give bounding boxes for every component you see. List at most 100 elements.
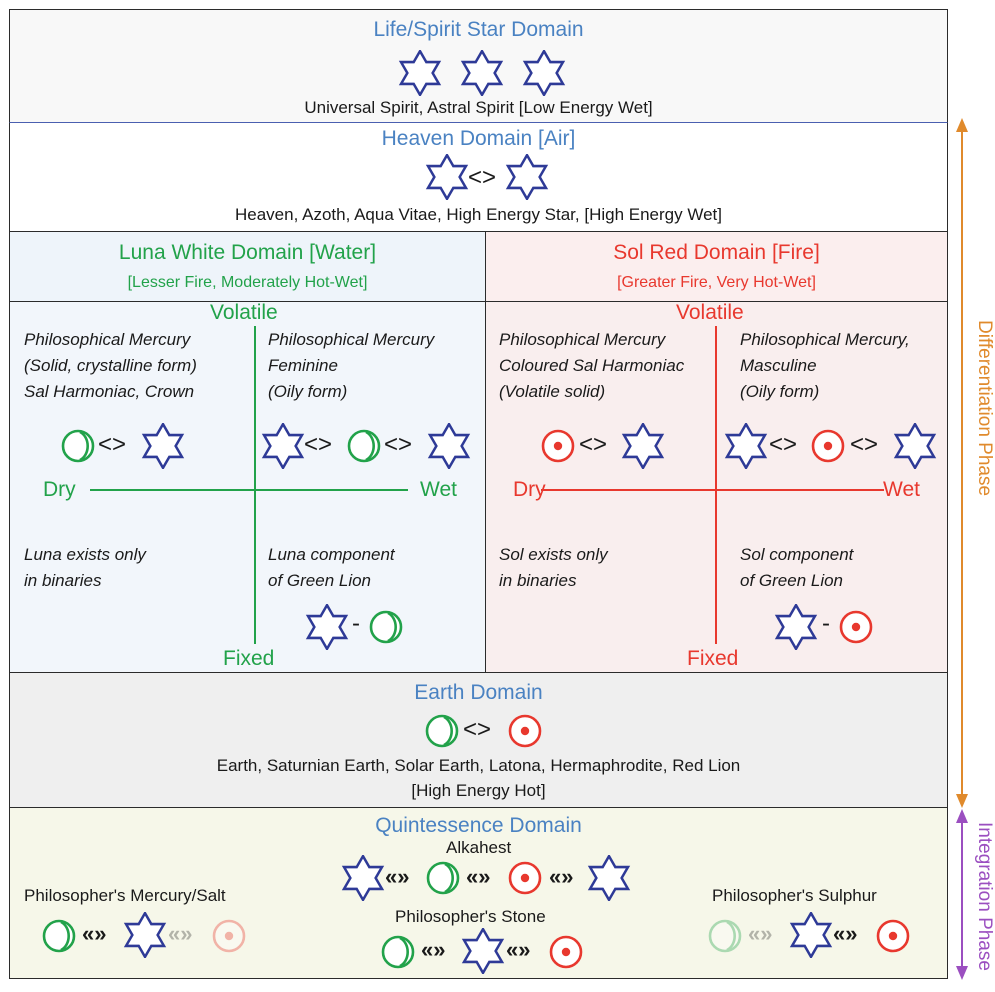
sun-icon xyxy=(839,610,873,644)
domain-caption: Universal Spirit, Astral Spirit [Low Ene… xyxy=(304,98,653,117)
fixed-label: Fixed xyxy=(687,647,739,670)
quadrant-text: Philosophical Mercury,Masculine(Oily for… xyxy=(740,330,910,401)
star-icon xyxy=(142,423,184,469)
domain-caption: Heaven, Azoth, Aqua Vitae, High Energy S… xyxy=(235,205,722,224)
domain-caption: Earth, Saturnian Earth, Solar Earth, Lat… xyxy=(216,756,741,775)
moon-icon xyxy=(708,919,742,953)
chevron-symbol: «» xyxy=(506,937,531,962)
domain-subtitle: [Greater Fire, Very Hot-Wet] xyxy=(617,274,816,291)
volatile-label: Volatile xyxy=(676,301,744,324)
star-icon xyxy=(461,50,503,96)
sun-icon xyxy=(811,429,845,463)
integration-phase-label: Integration Phase xyxy=(974,822,995,971)
link-symbol: <> xyxy=(98,431,127,458)
star-icon xyxy=(262,423,304,469)
dry-label: Dry xyxy=(43,478,76,501)
domain-title: Luna White Domain [Water] xyxy=(118,241,377,264)
horizontal-axis xyxy=(90,489,408,491)
quadrant-text: Philosophical Mercury(Solid, crystalline… xyxy=(24,330,197,401)
sun-icon xyxy=(541,429,575,463)
star-icon xyxy=(342,855,384,901)
vertical-axis xyxy=(254,326,256,644)
alkahest-label: Alkahest xyxy=(446,838,512,857)
link-symbol: <> xyxy=(769,431,798,458)
domain-caption: [High Energy Hot] xyxy=(411,781,546,800)
link-symbol: <> xyxy=(579,431,608,458)
link-symbol: <> xyxy=(463,716,492,743)
dash-symbol: - xyxy=(352,610,360,637)
chevron-symbol: «» xyxy=(833,921,858,946)
quintessence-domain: Quintessence Domain Alkahest «» «» «» Ph… xyxy=(9,807,948,979)
sun-icon xyxy=(508,714,542,748)
star-icon xyxy=(523,50,565,96)
phase-arrows xyxy=(956,118,968,980)
dash-symbol: - xyxy=(822,610,830,637)
star-group xyxy=(399,50,565,96)
sun-icon xyxy=(212,919,246,953)
sun-icon xyxy=(876,919,910,953)
chevron-symbol: «» xyxy=(549,864,574,889)
fixed-label: Fixed xyxy=(223,647,275,670)
link-symbol: <> xyxy=(304,431,333,458)
moon-icon xyxy=(347,429,381,463)
differentiation-phase-label: Differentiation Phase xyxy=(974,320,995,497)
arrow-down-icon xyxy=(956,966,968,980)
chevron-symbol: «» xyxy=(168,921,193,946)
domain-subtitle: [Lesser Fire, Moderately Hot-Wet] xyxy=(127,274,368,291)
link-symbol: <> xyxy=(468,164,497,191)
link-symbol: <> xyxy=(850,431,879,458)
domain-title: Life/Spirit Star Domain xyxy=(373,18,584,41)
moon-icon xyxy=(42,919,76,953)
wet-label: Wet xyxy=(420,478,457,501)
sun-icon xyxy=(549,935,583,969)
chevron-symbol: «» xyxy=(466,864,491,889)
earth-domain: Earth Domain <> Earth, Saturnian Earth, … xyxy=(9,672,948,808)
star-icon xyxy=(399,50,441,96)
moon-icon xyxy=(381,935,415,969)
arrow-down-icon xyxy=(956,794,968,808)
domain-title: Heaven Domain [Air] xyxy=(381,127,576,150)
moon-icon xyxy=(369,610,403,644)
wet-label: Wet xyxy=(883,478,920,501)
star-icon xyxy=(306,604,348,650)
star-icon xyxy=(588,855,630,901)
sun-icon xyxy=(508,861,542,895)
star-icon xyxy=(428,423,470,469)
chevron-symbol: «» xyxy=(421,937,446,962)
vertical-axis xyxy=(715,326,717,644)
chevron-symbol: «» xyxy=(748,921,773,946)
sol-domain-header: Sol Red Domain [Fire] [Greater Fire, Ver… xyxy=(485,231,948,302)
luna-domain-header: Luna White Domain [Water] [Lesser Fire, … xyxy=(9,231,486,302)
chevron-symbol: «» xyxy=(82,921,107,946)
star-icon xyxy=(790,912,832,958)
moon-icon xyxy=(426,861,460,895)
star-icon xyxy=(894,423,936,469)
moon-icon xyxy=(61,429,95,463)
luna-domain-body: Volatile Fixed Dry Wet Philosophical Mer… xyxy=(9,301,486,673)
domain-title: Sol Red Domain [Fire] xyxy=(613,241,820,264)
sulphur-label: Philosopher's Sulphur xyxy=(712,886,877,905)
arrow-up-icon xyxy=(956,809,968,823)
star-icon xyxy=(462,928,504,974)
dry-label: Dry xyxy=(513,478,546,501)
star-icon xyxy=(506,154,548,200)
moon-icon xyxy=(425,714,459,748)
star-icon xyxy=(725,423,767,469)
chevron-symbol: «» xyxy=(385,864,410,889)
star-icon xyxy=(775,604,817,650)
star-icon xyxy=(622,423,664,469)
sol-domain-body: Volatile Fixed Dry Wet Philosophical Mer… xyxy=(485,301,948,673)
horizontal-axis xyxy=(541,489,884,491)
domain-title: Quintessence Domain xyxy=(375,814,582,837)
star-icon xyxy=(426,154,468,200)
mercury-salt-label: Philosopher's Mercury/Salt xyxy=(24,886,226,905)
stone-label: Philosopher's Stone xyxy=(395,907,546,926)
heaven-domain: Heaven Domain [Air] <> Heaven, Azoth, Aq… xyxy=(9,122,948,232)
arrow-up-icon xyxy=(956,118,968,132)
star-icon xyxy=(124,912,166,958)
